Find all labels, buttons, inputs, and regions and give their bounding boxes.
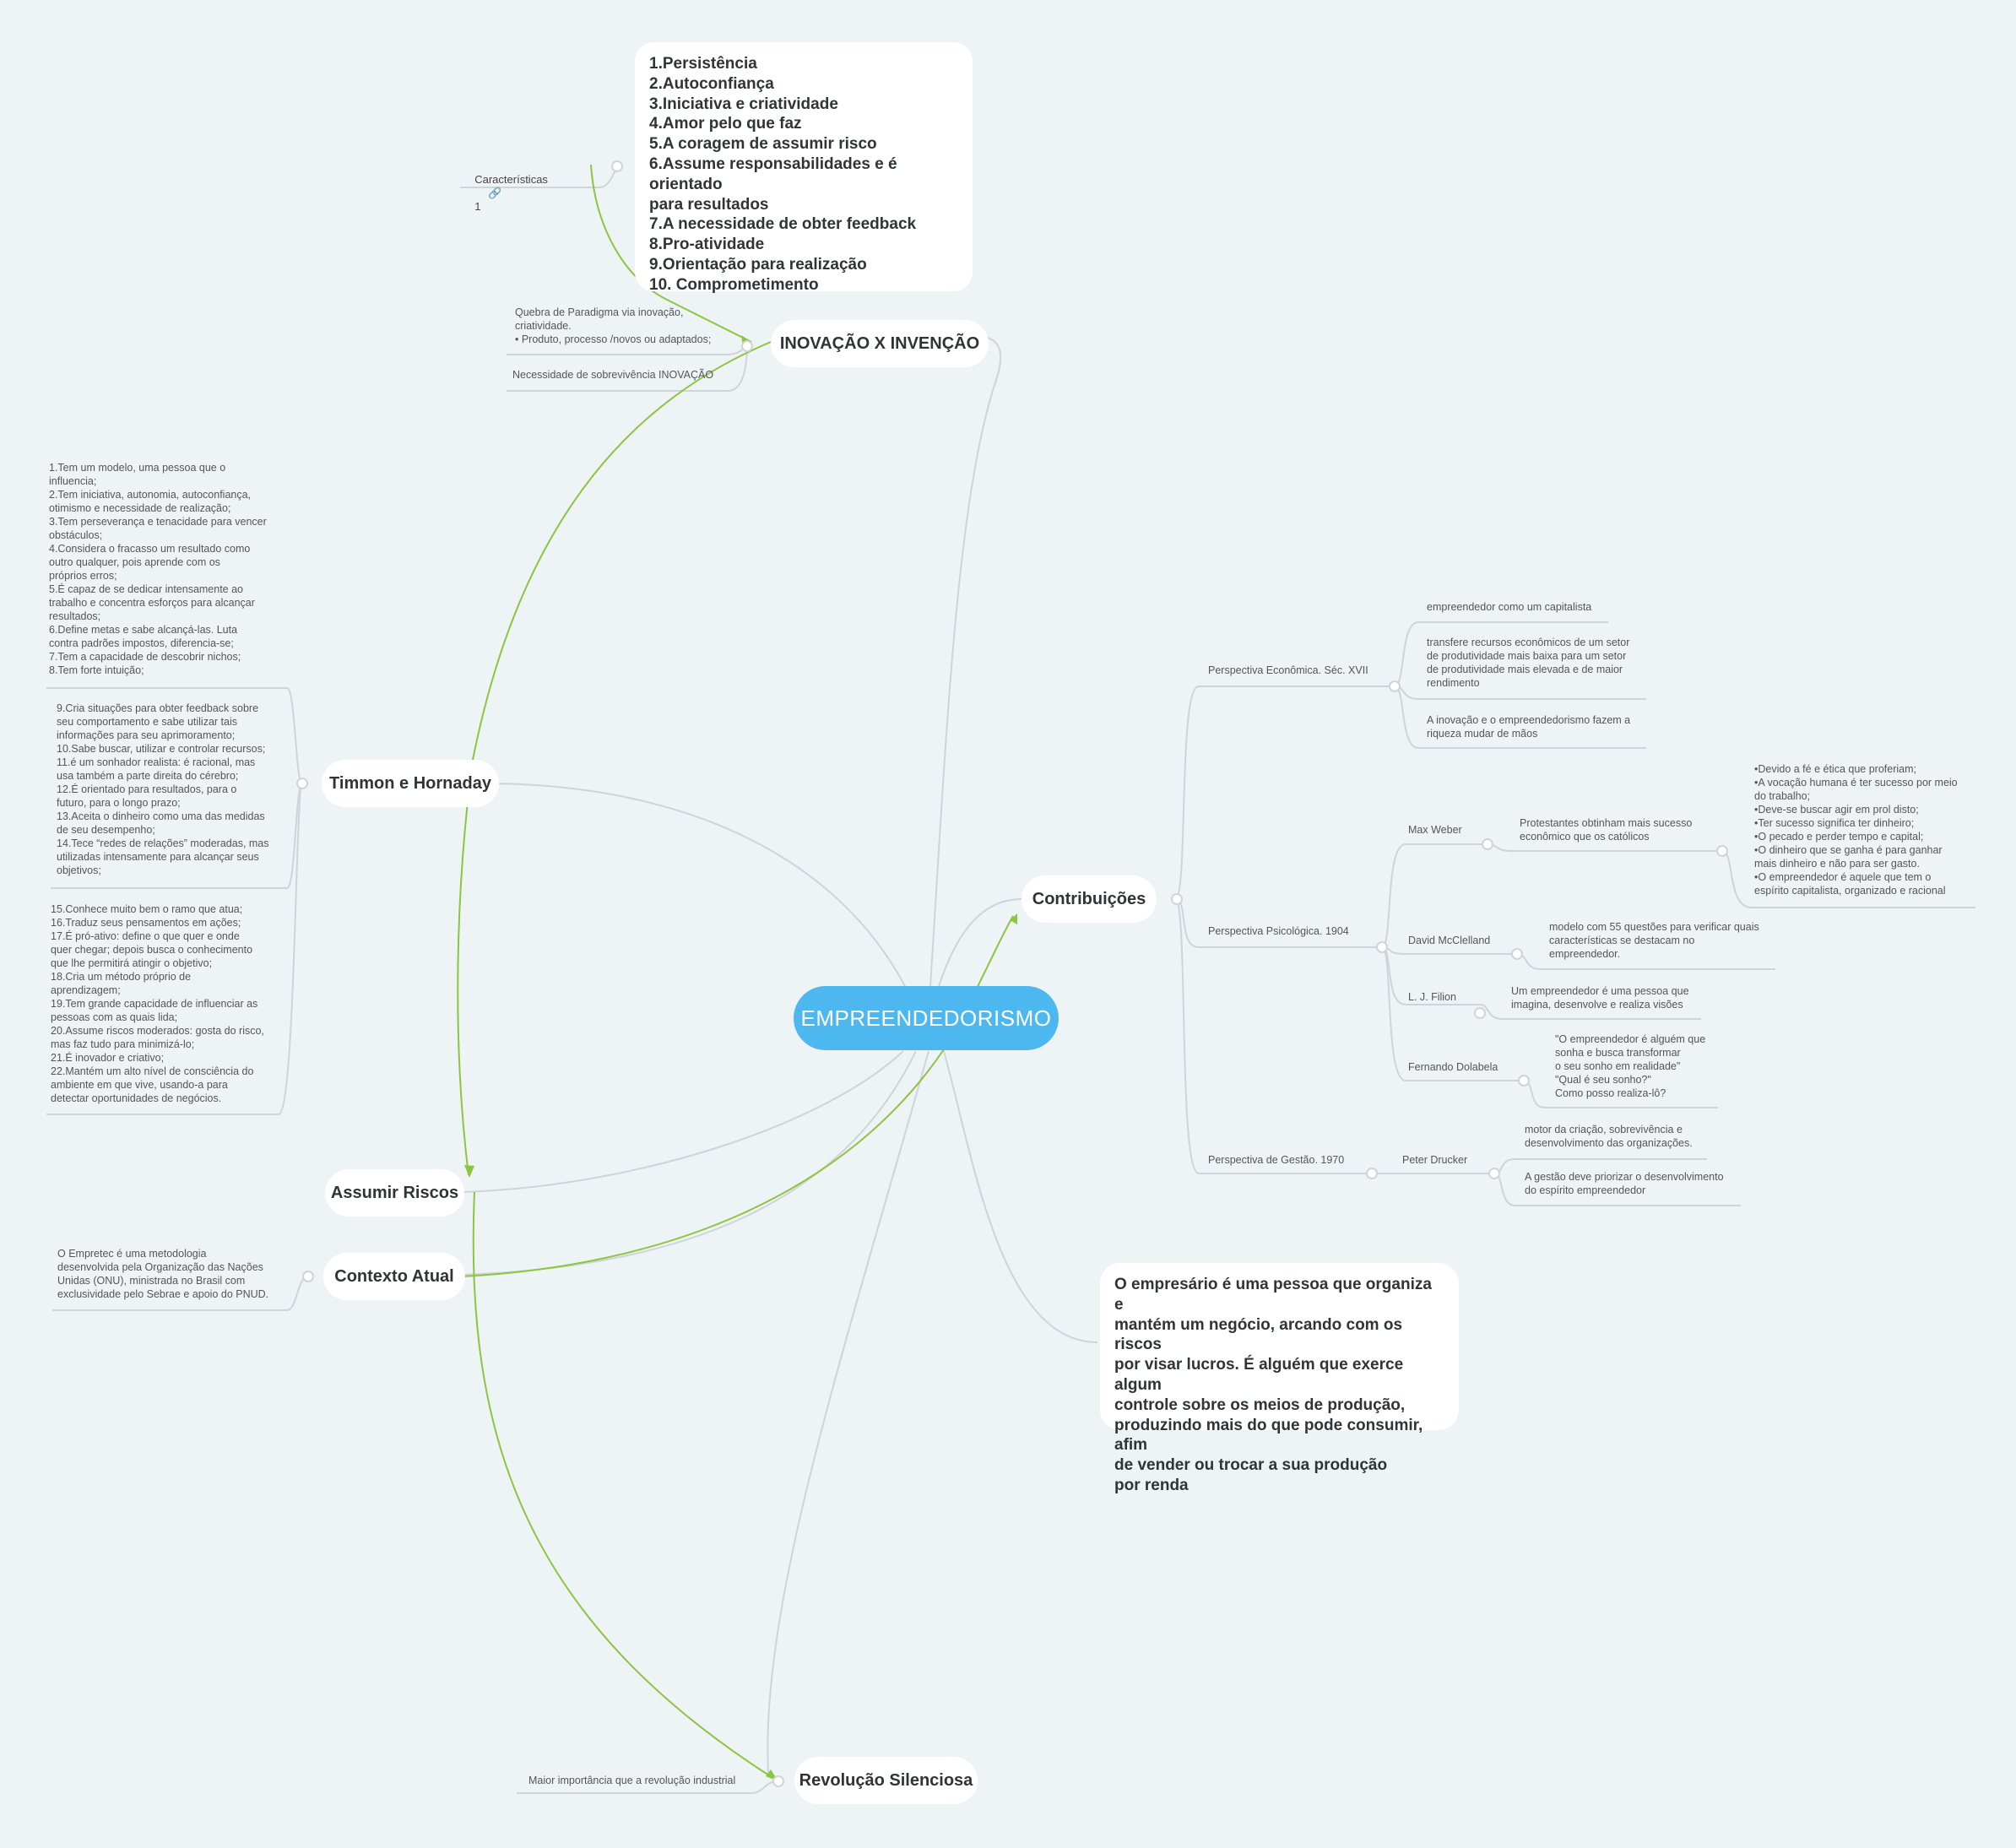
inovacao-note-paradigma[interactable]: Quebra de Paradigma via inovação, criati… xyxy=(515,306,712,345)
drucker-motor[interactable]: motor da criação, sobrevivência e desenv… xyxy=(1525,1124,1693,1149)
link-icon[interactable]: 🔗 xyxy=(488,187,502,199)
lj-filion[interactable]: L. J. Filion xyxy=(1408,991,1456,1003)
fernando-dolabela[interactable]: Fernando Dolabela xyxy=(1408,1061,1498,1073)
inovacao-note-sobrevivencia[interactable]: Necessidade de sobrevivência INOVAÇÃO xyxy=(512,369,714,381)
weber-list[interactable]: •Devido a fé e ética que proferiam; •A v… xyxy=(1754,763,1958,897)
economica-transfere[interactable]: transfere recursos econômicos de um seto… xyxy=(1427,637,1630,689)
revolucao-node[interactable]: Revolução Silenciosa xyxy=(794,1757,978,1804)
contexto-atual-node[interactable]: Contexto Atual xyxy=(323,1253,465,1300)
timmon-list-1[interactable]: 1.Tem um modelo, uma pessoa que o influe… xyxy=(49,462,267,676)
contexto-note[interactable]: O Empretec é uma metodologia desenvolvid… xyxy=(57,1248,269,1300)
max-weber[interactable]: Max Weber xyxy=(1408,824,1462,836)
perspectiva-psicologica[interactable]: Perspectiva Psicológica. 1904 xyxy=(1208,925,1349,937)
caracteristicas-label[interactable]: Características 🔗 1 xyxy=(469,160,548,214)
inovacao-node[interactable]: INOVAÇÃO X INVENÇÃO xyxy=(771,320,989,367)
dolabela-note[interactable]: "O empreendedor é alguém que sonha e bus… xyxy=(1555,1033,1706,1099)
timmon-node[interactable]: Timmon e Hornaday xyxy=(322,760,499,807)
david-mcclelland[interactable]: David McClelland xyxy=(1408,935,1491,946)
weber-protestantes[interactable]: Protestantes obtinham mais sucesso econô… xyxy=(1520,817,1693,843)
filion-note[interactable]: Um empreendedor é uma pessoa que imagina… xyxy=(1511,985,1689,1011)
mcclelland-note[interactable]: modelo com 55 questões para verificar qu… xyxy=(1549,921,1759,960)
peter-drucker[interactable]: Peter Drucker xyxy=(1402,1154,1468,1166)
link-count: 1 xyxy=(474,200,481,213)
economica-capitalista[interactable]: empreendedor como um capitalista xyxy=(1427,601,1592,613)
perspectiva-gestao[interactable]: Perspectiva de Gestão. 1970 xyxy=(1208,1154,1345,1166)
caracteristicas-list[interactable]: 1.Persistência 2.Autoconfiança 3.Iniciat… xyxy=(635,42,973,294)
timmon-list-2[interactable]: 9.Cria situações para obter feedback sob… xyxy=(57,702,269,876)
drucker-gestao[interactable]: A gestão deve priorizar o desenvolviment… xyxy=(1525,1171,1724,1196)
revolucao-note[interactable]: Maior importância que a revolução indust… xyxy=(528,1775,736,1786)
assumir-riscos-node[interactable]: Assumir Riscos xyxy=(325,1169,464,1217)
central-topic[interactable]: EMPREENDEDORISMO xyxy=(794,986,1059,1050)
timmon-list-3[interactable]: 15.Conhece muito bem o ramo que atua; 16… xyxy=(51,903,264,1104)
empresario-box[interactable]: O empresário é uma pessoa que organiza e… xyxy=(1100,1263,1459,1494)
perspectiva-economica[interactable]: Perspectiva Econômica. Séc. XVII xyxy=(1208,664,1368,676)
contribuicoes-node[interactable]: Contribuições xyxy=(1022,875,1157,923)
economica-inovacao[interactable]: A inovação e o empreendedorismo fazem a … xyxy=(1427,714,1631,740)
caracteristicas-text: Características xyxy=(474,173,548,186)
